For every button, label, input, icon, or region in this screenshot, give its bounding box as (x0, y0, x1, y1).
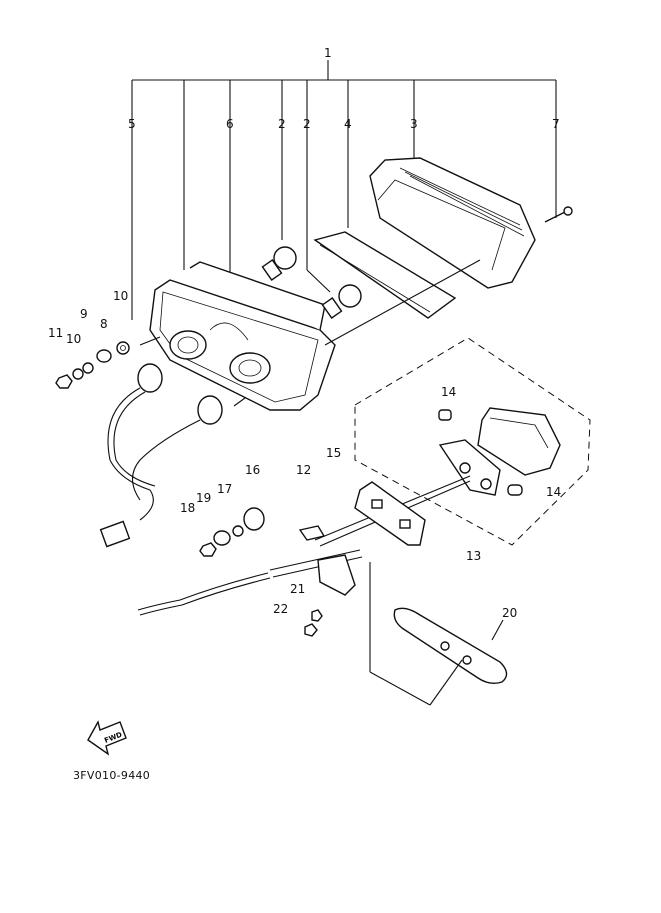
bulb-lower (321, 284, 362, 319)
leader-lines-lower (369, 562, 504, 706)
callout-5: 5 (128, 117, 136, 131)
callout-3: 3 (410, 117, 418, 131)
fastener-group-center (199, 507, 265, 557)
callout-14b: 14 (546, 485, 561, 499)
screw (544, 206, 573, 223)
forward-arrow-icon: FWD (87, 720, 127, 756)
drawing-code: 3FV010-9440 (73, 769, 151, 782)
lead-wire (137, 525, 363, 616)
callout-16: 16 (245, 463, 260, 477)
reflector-bracket (304, 554, 356, 637)
callout-19: 19 (196, 491, 211, 505)
callout-9: 9 (80, 307, 88, 321)
license-light-subassembly (314, 337, 591, 547)
callout-11: 11 (48, 326, 63, 340)
callout-17: 17 (217, 482, 232, 496)
callout-20: 20 (502, 606, 517, 620)
callout-13: 13 (466, 549, 481, 563)
callout-15: 15 (326, 446, 341, 460)
bulb-socket-harness (99, 363, 223, 548)
callout-labels: 1 5 6 2 2 4 3 7 10 9 8 11 10 14 15 12 16… (48, 46, 561, 620)
plate-bracket (354, 481, 426, 546)
reflector-plate (313, 231, 457, 319)
callout-10a: 10 (113, 289, 128, 303)
callout-21: 21 (290, 582, 305, 596)
callout-4: 4 (344, 117, 352, 131)
callout-6: 6 (226, 117, 234, 131)
callout-10b: 10 (66, 332, 81, 346)
callout-2a: 2 (278, 117, 286, 131)
callout-2b: 2 (303, 117, 311, 131)
fastener-group-left (55, 341, 130, 389)
callout-12: 12 (296, 463, 311, 477)
callout-8: 8 (100, 317, 108, 331)
callout-1: 1 (324, 46, 332, 60)
callout-14a: 14 (441, 385, 456, 399)
bulb-upper (261, 246, 297, 281)
taillight-lens-assembly (139, 261, 336, 411)
rear-housing-cover (324, 157, 536, 346)
license-plate-reflector (393, 607, 508, 685)
assembly-1-bracket (131, 60, 557, 320)
callout-22: 22 (273, 602, 288, 616)
callout-7: 7 (552, 117, 560, 131)
callout-18: 18 (180, 501, 195, 515)
